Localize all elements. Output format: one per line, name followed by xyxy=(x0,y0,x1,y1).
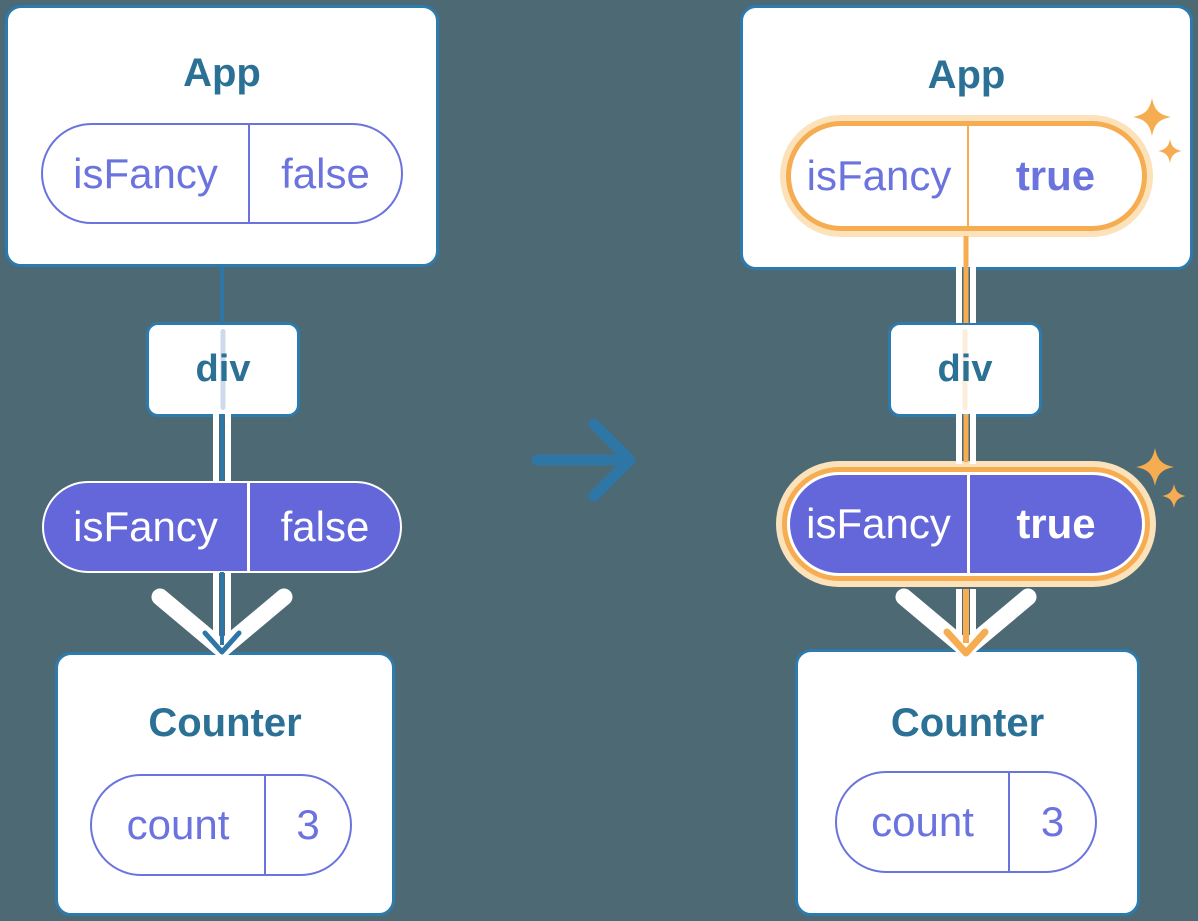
app-card-before: App isFancy false xyxy=(5,5,439,267)
prop-key: isFancy xyxy=(73,503,218,550)
state-pill-app-after: isFancy true xyxy=(786,121,1147,231)
app-title: App xyxy=(183,51,261,95)
state-pill-counter-after: count 3 xyxy=(835,771,1097,873)
state-pill-counter-before: count 3 xyxy=(90,774,352,876)
highlight-ring: isFancy true xyxy=(782,467,1150,581)
state-key: count xyxy=(126,801,230,848)
div-label: div xyxy=(937,348,993,390)
prop-pill-before: isFancy false xyxy=(42,481,402,573)
arrowhead-down-icon xyxy=(202,630,242,655)
div-node-before: div xyxy=(146,322,300,417)
tree-edge-ghost xyxy=(220,329,226,410)
div-label: div xyxy=(195,348,251,390)
counter-title: Counter xyxy=(890,701,1045,745)
pipe-div-prop-before xyxy=(213,414,231,483)
state-key: isFancy xyxy=(806,152,952,199)
prop-value: true xyxy=(967,475,1142,573)
sparkle-icon xyxy=(1162,484,1186,508)
state-value: 3 xyxy=(1008,773,1095,871)
arrow-prop-counter-after xyxy=(895,588,1037,658)
prop-key: isFancy xyxy=(806,500,951,547)
counter-card-after: Counter count 3 xyxy=(795,649,1140,916)
transition-right-arrow-icon xyxy=(531,418,636,502)
prop-pill-after: isFancy true xyxy=(790,475,1142,573)
highlight-glow: isFancy true xyxy=(776,461,1156,587)
prop-value: false xyxy=(247,483,400,571)
app-card-after: App isFancy true xyxy=(740,5,1193,270)
chevron-down-icon xyxy=(151,588,293,658)
state-pill-app-before: isFancy false xyxy=(41,123,403,224)
state-key: count xyxy=(871,798,974,845)
div-node-after: div xyxy=(888,322,1042,417)
state-value: true xyxy=(967,126,1142,226)
app-title: App xyxy=(927,53,1006,97)
state-value: 3 xyxy=(264,776,350,874)
counter-card-before: Counter count 3 xyxy=(55,652,395,916)
state-value: false xyxy=(248,125,401,222)
chevron-down-icon xyxy=(895,588,1037,658)
highlight-glow: isFancy true xyxy=(780,115,1153,237)
arrow-prop-counter-before xyxy=(151,572,293,658)
tree-edge-ghost xyxy=(962,329,968,410)
counter-title: Counter xyxy=(148,701,302,745)
pipe-div-prop-after xyxy=(956,414,976,464)
state-key: isFancy xyxy=(73,149,218,197)
